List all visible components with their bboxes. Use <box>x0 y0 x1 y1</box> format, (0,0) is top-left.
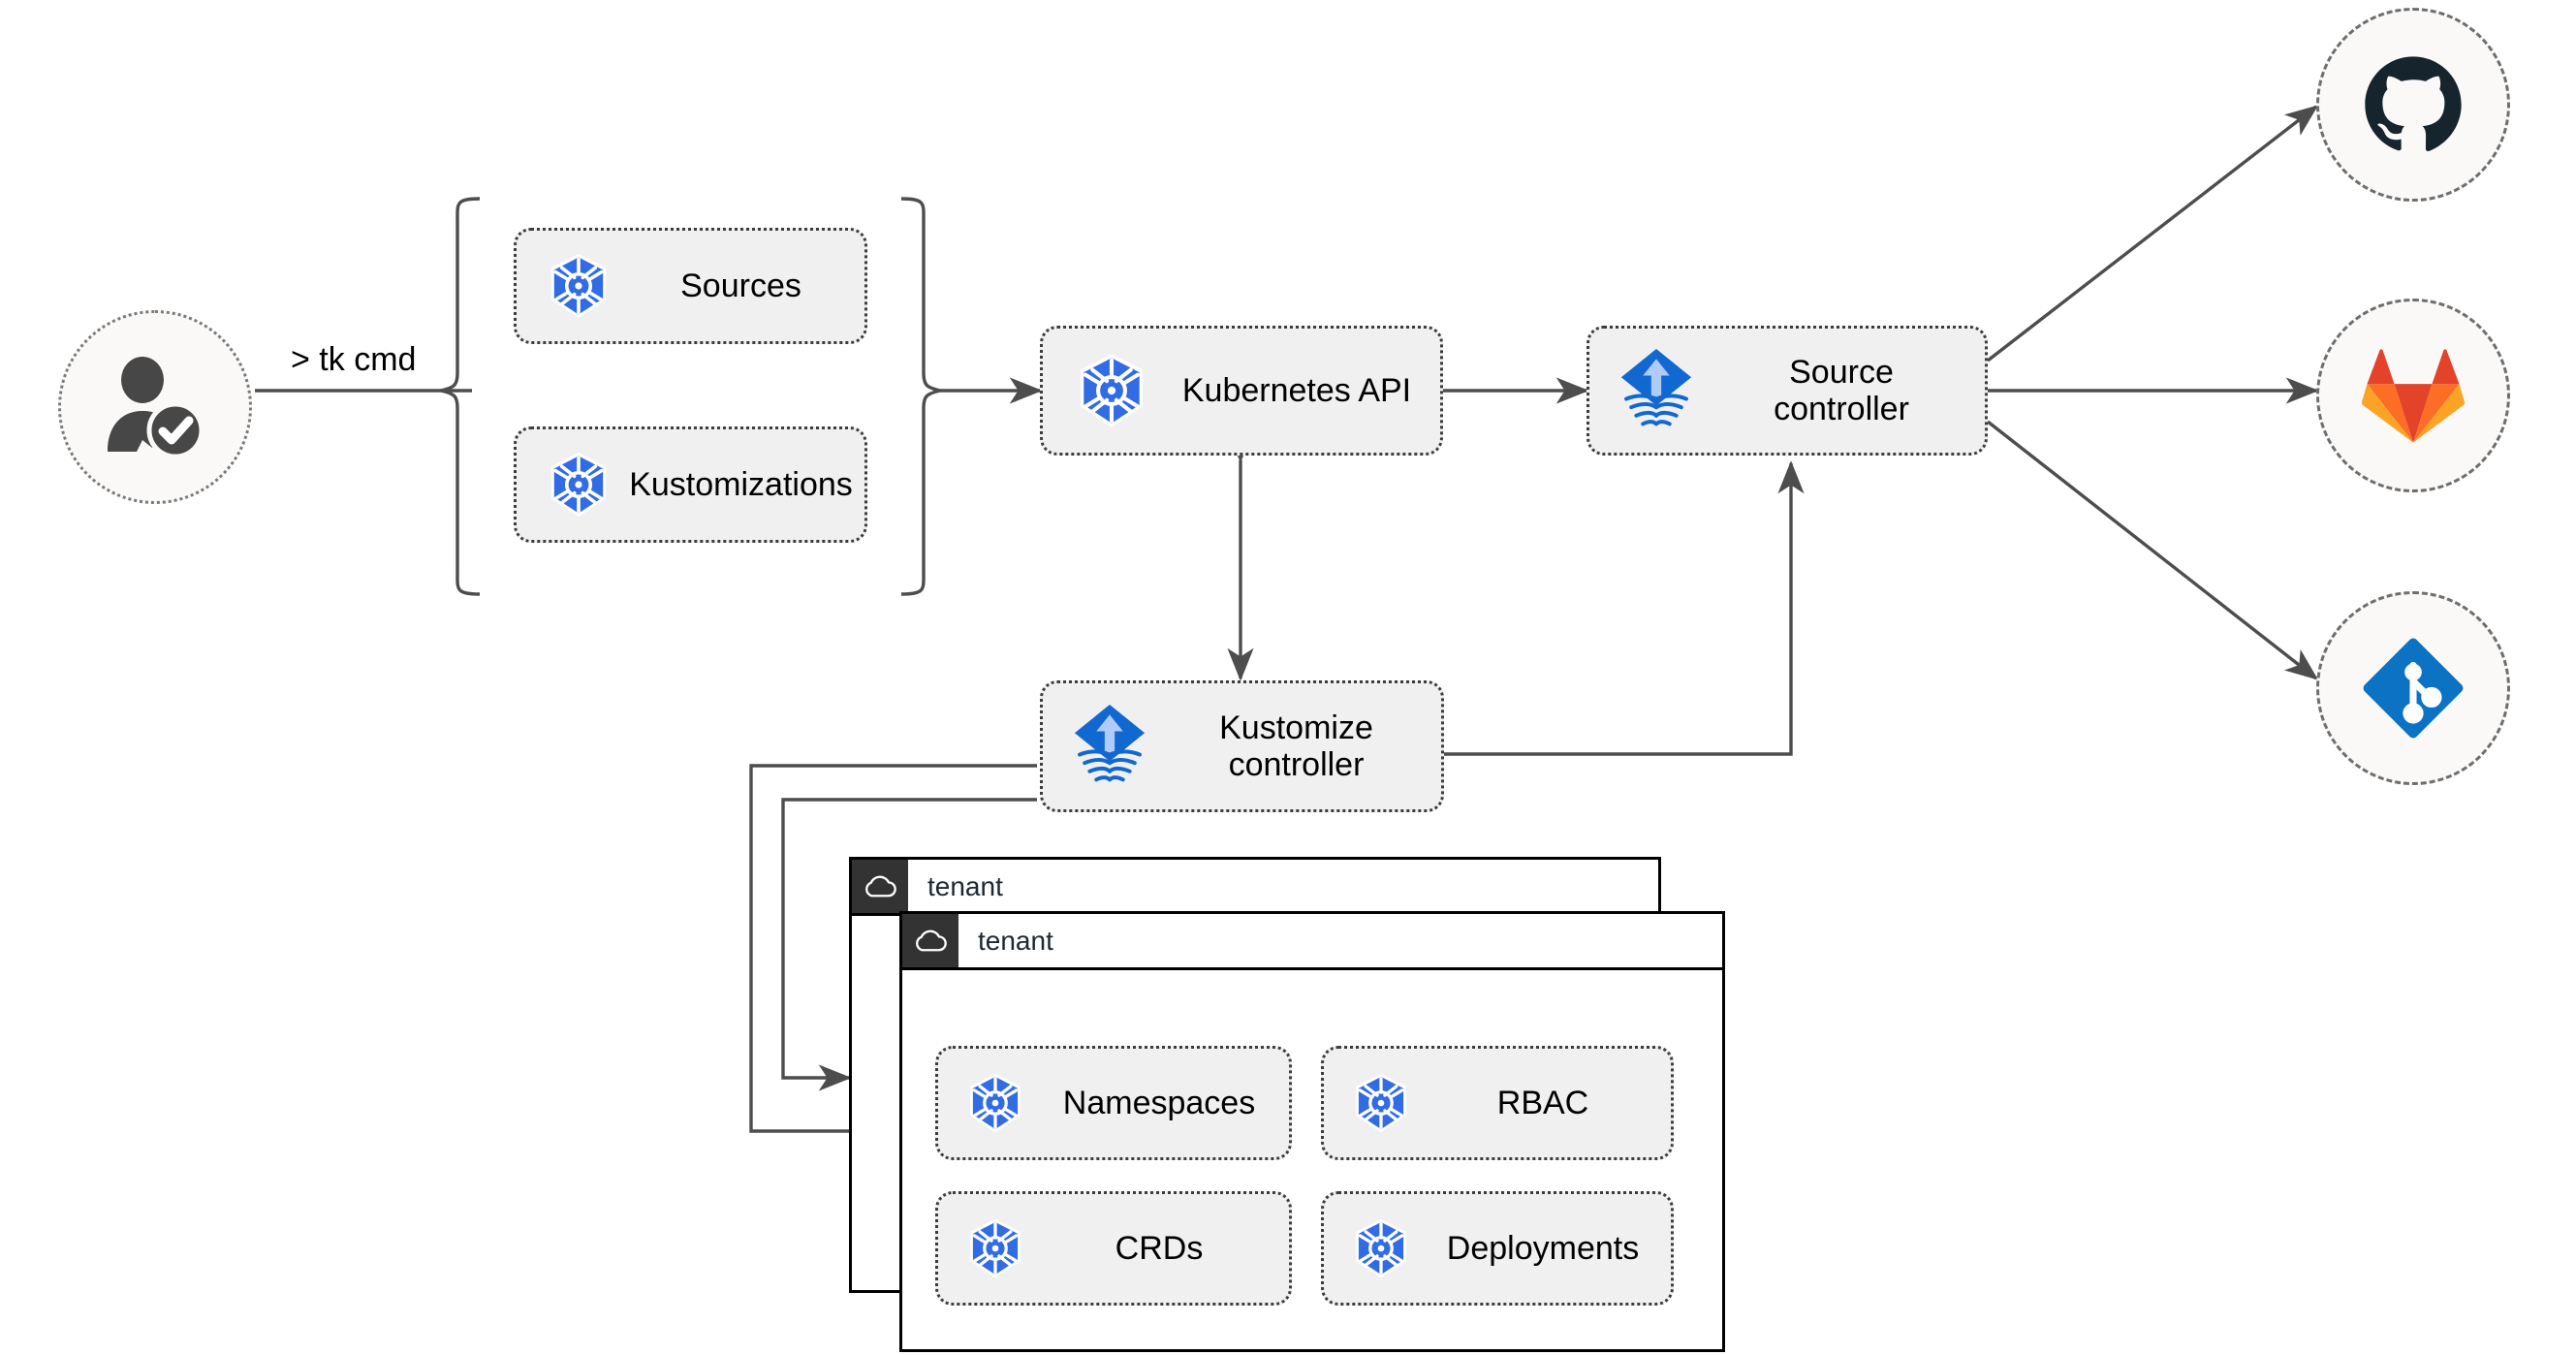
cloud-icon <box>902 914 958 967</box>
flux-icon <box>1068 703 1151 790</box>
node-kustomizations-label: Kustomizations <box>629 465 853 503</box>
node-sources[interactable]: Sources <box>514 228 867 344</box>
tenant-window-front-title: tenant <box>978 925 1053 956</box>
node-namespaces-label: Namespaces <box>1062 1084 1256 1121</box>
wire-kustomize-source <box>1444 460 1805 756</box>
cloud-icon <box>852 860 908 913</box>
node-kustomize-controller-label: Kustomize controller <box>1219 709 1373 783</box>
wire-source-git <box>1986 420 2319 680</box>
user-avatar <box>58 310 252 504</box>
node-rbac[interactable]: RBAC <box>1321 1046 1674 1160</box>
wire-source-github <box>1986 105 2319 362</box>
node-deployments-label: Deployments <box>1446 1229 1640 1267</box>
kubernetes-icon <box>963 1071 1027 1135</box>
user-check-icon <box>108 357 204 457</box>
brace-left <box>440 197 481 596</box>
kubernetes-icon <box>544 450 613 520</box>
kubernetes-icon <box>1072 351 1151 430</box>
node-source-controller-label: Source controller <box>1774 353 1909 427</box>
node-crds-label: CRDs <box>1115 1229 1204 1267</box>
brace-right <box>900 197 941 596</box>
kubernetes-icon <box>1349 1071 1413 1135</box>
tk-command-label: > tk cmd <box>291 341 417 378</box>
tenant-window-front-titlebar: tenant <box>902 914 1722 970</box>
node-kubernetes-api[interactable]: Kubernetes API <box>1040 326 1443 456</box>
node-deployments[interactable]: Deployments <box>1321 1191 1674 1306</box>
flux-icon <box>1615 347 1698 434</box>
tenant-window-back-titlebar: tenant <box>852 860 1658 916</box>
git-icon <box>2363 638 2464 739</box>
tenant-window-front[interactable]: tenant <box>899 911 1725 1352</box>
tenant-window-back-title: tenant <box>927 870 1003 901</box>
provider-gitlab[interactable] <box>2316 299 2510 492</box>
node-sources-label: Sources <box>680 267 801 304</box>
node-kustomizations[interactable]: Kustomizations <box>514 426 867 543</box>
kubernetes-icon <box>1349 1216 1413 1280</box>
github-icon <box>2365 56 2462 151</box>
provider-github[interactable] <box>2316 8 2510 202</box>
kubernetes-icon <box>963 1216 1027 1280</box>
node-rbac-label: RBAC <box>1496 1084 1589 1121</box>
kubernetes-icon <box>544 251 613 321</box>
node-namespaces[interactable]: Namespaces <box>935 1046 1292 1160</box>
node-crds[interactable]: CRDs <box>935 1191 1292 1306</box>
node-kustomize-controller[interactable]: Kustomize controller <box>1040 680 1444 812</box>
node-kubernetes-api-label: Kubernetes API <box>1181 371 1412 409</box>
provider-git[interactable] <box>2316 591 2510 785</box>
node-source-controller[interactable]: Source controller <box>1586 326 1988 456</box>
gitlab-icon <box>2361 349 2466 443</box>
